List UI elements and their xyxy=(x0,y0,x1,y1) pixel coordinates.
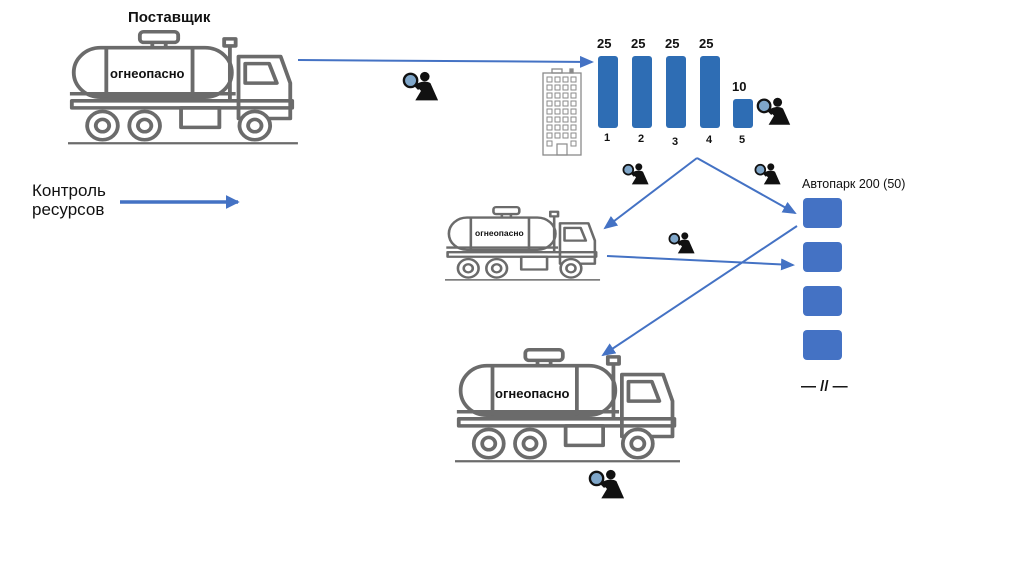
storage-tanks: 25 1 25 2 25 3 25 4 10 5 xyxy=(590,30,760,150)
fleet-slot xyxy=(803,330,842,360)
storage-tank-value-3: 25 xyxy=(665,36,680,51)
fleet-to-bottom-truck-arrow xyxy=(601,225,798,357)
inspector-icon-right-branch xyxy=(754,162,782,189)
resource-control-label: Контроль ресурсов xyxy=(32,181,106,219)
fleet-slot xyxy=(803,242,842,272)
inspector-icon-left-branch xyxy=(622,162,650,189)
supplier-label: Поставщик xyxy=(128,9,211,26)
storage-tank-bar-5 xyxy=(733,99,753,128)
storage-tank-index-1: 1 xyxy=(604,132,611,144)
middle-tank-label: огнеопасно xyxy=(475,228,524,238)
supplier-to-storage-arrow xyxy=(297,55,594,68)
inspector-icon-middle-route xyxy=(668,231,696,258)
storage-tank-bar-1 xyxy=(598,56,618,128)
middle-truck-to-fleet-arrow xyxy=(606,255,795,271)
storage-tank-value-2: 25 xyxy=(631,36,646,51)
storage-tank-value-5: 10 xyxy=(732,79,747,95)
fleet-title: Автопарк 200 (50) xyxy=(802,177,906,191)
storage-tank-bar-3 xyxy=(666,56,686,128)
inspector-icon-supplier-route xyxy=(402,70,440,107)
middle-truck: огнеопасно xyxy=(445,206,601,284)
storage-tank-index-3: 3 xyxy=(672,136,679,148)
storage-tank-index-5: 5 xyxy=(739,134,746,146)
resource-control-line1: Контроль xyxy=(32,181,106,200)
supplier-tank-label: огнеопасно xyxy=(110,66,185,81)
storage-tank-index-4: 4 xyxy=(706,134,713,146)
tanker-truck-icon xyxy=(68,30,298,149)
building-icon xyxy=(542,68,582,156)
tanker-truck-icon xyxy=(455,348,680,467)
storage-tank-value-1: 25 xyxy=(597,36,612,51)
tanker-truck-icon xyxy=(445,206,601,284)
bottom-tank-label: огнеопасно xyxy=(495,386,570,401)
fleet-slot xyxy=(803,198,842,228)
storage-tank-bar-4 xyxy=(700,56,720,128)
storage-to-fleet-arrow xyxy=(696,157,797,214)
storage-tank-value-4: 25 xyxy=(699,36,714,51)
inspector-icon-bottom-truck xyxy=(588,468,626,505)
supplier-truck: огнеопасно xyxy=(68,30,298,145)
storage-to-middle-truck-arrow xyxy=(603,157,698,230)
inspector-icon-storage xyxy=(756,96,792,131)
storage-tank-bar-2 xyxy=(632,56,652,128)
fleet-slot xyxy=(803,286,842,316)
fleet-continuation: — // — xyxy=(801,378,848,395)
fleet-slots xyxy=(803,198,843,368)
storage-tank-index-2: 2 xyxy=(638,133,645,145)
resource-control-line2: ресурсов xyxy=(32,200,105,219)
bottom-truck: огнеопасно xyxy=(455,348,680,463)
